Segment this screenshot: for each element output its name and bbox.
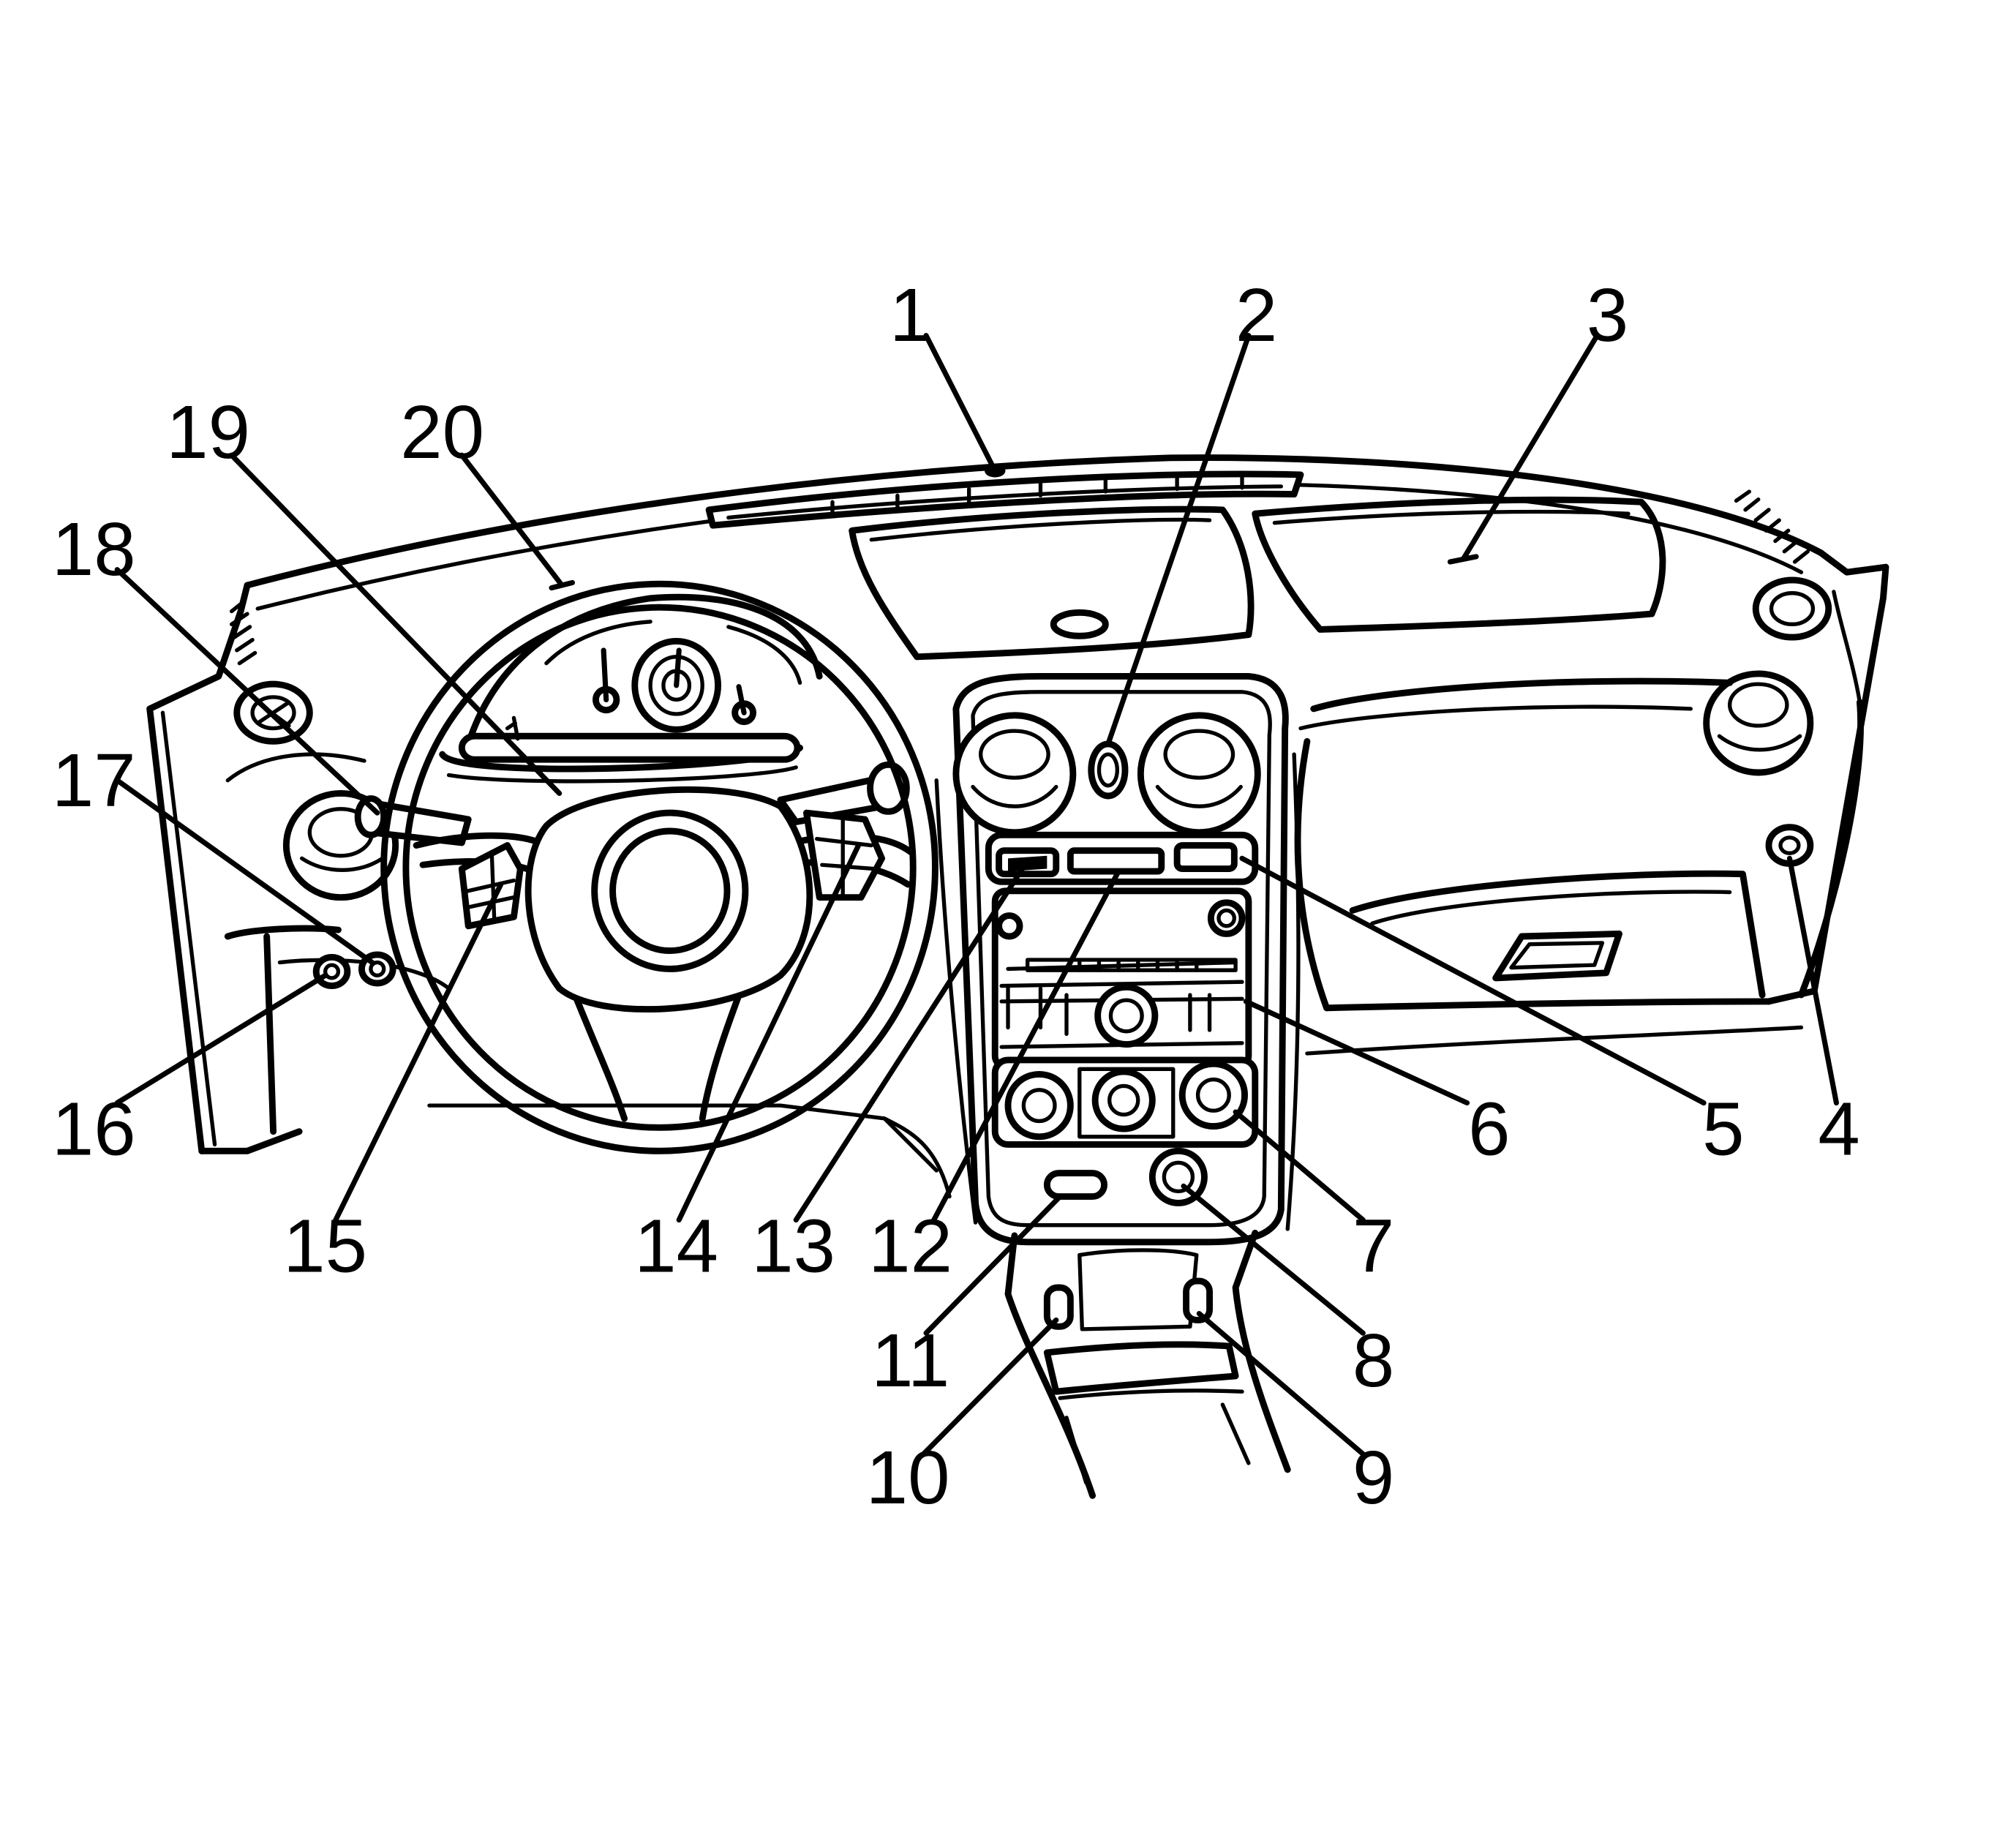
leader-10 bbox=[920, 1317, 1059, 1457]
leader-1 bbox=[923, 333, 996, 468]
leader-8 bbox=[1181, 1183, 1366, 1336]
callout-13: 13 bbox=[751, 1204, 835, 1288]
center-stack bbox=[934, 672, 1301, 1499]
callout-14: 14 bbox=[634, 1204, 718, 1288]
callout-15: 15 bbox=[283, 1204, 367, 1288]
leader-7 bbox=[1233, 1109, 1366, 1223]
callout-12: 12 bbox=[868, 1204, 952, 1288]
leader-2 bbox=[1105, 333, 1252, 747]
callout-19: 19 bbox=[166, 390, 250, 474]
callout-9: 9 bbox=[1353, 1435, 1394, 1519]
leader-15 bbox=[333, 882, 504, 1223]
callout-2: 2 bbox=[1235, 273, 1277, 357]
leader-16 bbox=[114, 972, 328, 1106]
leader-13 bbox=[793, 865, 1026, 1223]
callout-1: 1 bbox=[889, 273, 931, 357]
callout-20: 20 bbox=[400, 390, 484, 474]
callout-3: 3 bbox=[1587, 273, 1628, 357]
leader-lines bbox=[114, 333, 1839, 1457]
callout-18: 18 bbox=[52, 507, 136, 591]
callout-10: 10 bbox=[866, 1435, 950, 1519]
callout-7: 7 bbox=[1353, 1204, 1394, 1288]
leader-3 bbox=[1460, 333, 1600, 562]
callout-4: 4 bbox=[1818, 1087, 1859, 1171]
leader-18 bbox=[114, 567, 380, 816]
callout-11: 11 bbox=[871, 1318, 949, 1402]
callout-6: 6 bbox=[1468, 1087, 1510, 1171]
callout-17: 17 bbox=[52, 738, 136, 822]
leader-4 bbox=[1786, 855, 1839, 1106]
leader-11 bbox=[923, 1193, 1063, 1336]
callout-labels: 1 2 3 4 5 6 7 8 9 10 11 12 13 14 15 16 1… bbox=[52, 273, 1860, 1519]
leader-5 bbox=[1239, 855, 1707, 1106]
steering-wheel bbox=[354, 580, 939, 1154]
leader-14 bbox=[676, 842, 862, 1223]
leader-9 bbox=[1196, 1310, 1366, 1457]
leader-6 bbox=[1243, 999, 1470, 1106]
leader-17 bbox=[114, 778, 375, 966]
callout-5: 5 bbox=[1702, 1087, 1744, 1171]
leader-19 bbox=[229, 452, 563, 796]
callout-8: 8 bbox=[1353, 1318, 1394, 1402]
callout-16: 16 bbox=[52, 1087, 136, 1171]
leader-12 bbox=[931, 868, 1121, 1223]
leader-20 bbox=[459, 452, 565, 588]
